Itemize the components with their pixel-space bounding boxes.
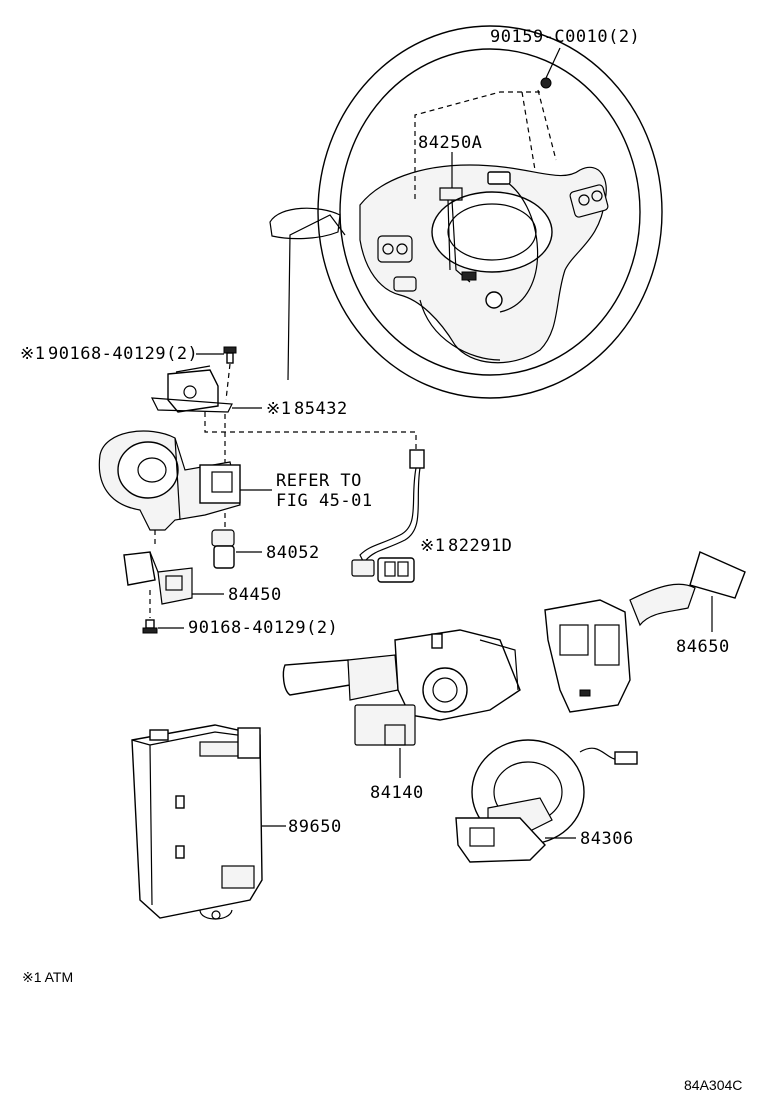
screw-small-bottom [142,619,158,634]
label-refer-line1: REFER TO [276,471,362,491]
turn-switch-84140 [282,629,521,746]
leader-screw-top [545,47,561,79]
label-82291d: 82291D [448,536,512,556]
steering-wheel [269,25,663,399]
marker-85432: ※1 [266,399,291,419]
diagram-code: 84A304C [684,1077,742,1093]
label-84052: 84052 [266,543,320,563]
marker-screw-left-top: ※1 [20,344,45,364]
label-89650: 89650 [288,817,342,837]
label-84306: 84306 [580,829,634,849]
harness-82291d [351,449,425,583]
label-screw-left-top: 90168-40129(2) [48,344,198,364]
wiper-switch-84650 [544,551,746,713]
label-84650: 84650 [676,637,730,657]
label-84250a: 84250A [418,133,482,153]
ecu-89650 [131,724,263,920]
ignition-lock-housing [98,430,241,531]
spiral-cable-84306 [455,739,638,863]
label-refer-line2: FIG 45-01 [276,491,373,511]
switch-84450 [123,551,193,605]
screw-small-top [223,346,237,364]
label-screw-bottom: 90168-40129(2) [188,618,338,638]
dash-screw [225,363,231,401]
label-84450: 84450 [228,585,282,605]
dash-harness [204,412,417,450]
label-85432: 85432 [294,399,348,419]
label-screw-top: 90159-C0010(2) [490,27,640,47]
marker-82291d: ※1 [420,536,445,556]
footnote-atm: ※1 ATM [22,969,73,985]
immobilizer-amplifier-85432 [150,365,233,413]
label-84140: 84140 [370,783,424,803]
key-cylinder-84052 [211,529,235,569]
